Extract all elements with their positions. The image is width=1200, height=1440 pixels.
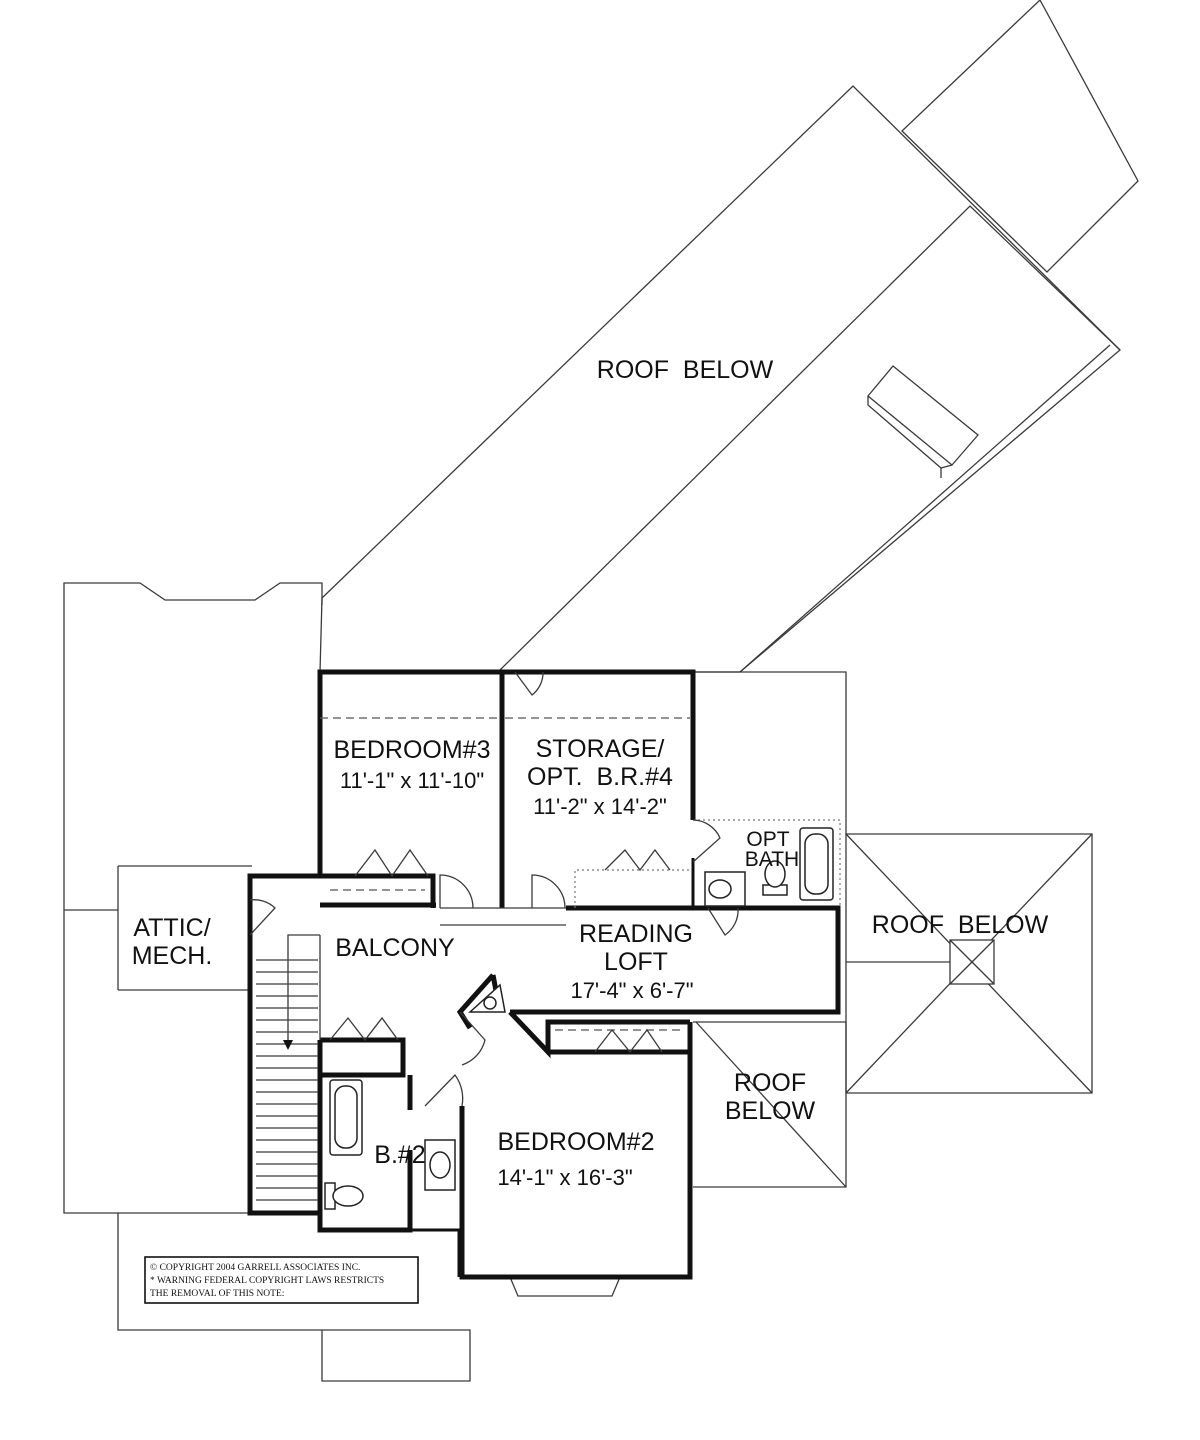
label-balcony: BALCONY: [335, 934, 455, 962]
label-bedroom2: BEDROOM#2: [498, 1128, 655, 1156]
swing-door: [439, 874, 474, 909]
label-bedroom2-dims: 14'-1" x 16'-3": [497, 1165, 632, 1190]
chimney: [867, 365, 979, 466]
roof-outlines: [63, 0, 1139, 1382]
swing-door: [531, 874, 566, 909]
swing-door: [249, 899, 276, 936]
label-bedroom3-dims: 11'-1" x 11'-10": [340, 768, 484, 793]
reading-loft-walls: [510, 905, 841, 1015]
fixtures: [324, 827, 834, 1210]
label-storage-dims: 11'-2" x 14'-2": [533, 794, 667, 819]
label-roof-below-mid-1: ROOF: [734, 1069, 806, 1097]
bedroom3-walls: [317, 669, 505, 908]
closet-details: [320, 717, 841, 1031]
bifold-door: [604, 848, 671, 872]
walls: [247, 669, 841, 1280]
label-roof-below-top: ROOF BELOW: [597, 356, 774, 384]
copyright-line-3: THE REMOVAL OF THIS NOTE:: [150, 1289, 284, 1299]
stair-walls: [247, 873, 320, 1216]
bedroom2-walls: [459, 1022, 693, 1280]
stair-arrow: [287, 934, 320, 1045]
swing-door: [424, 1073, 464, 1107]
doors: [249, 671, 739, 1107]
stairs: [256, 959, 318, 1201]
label-storage-1: STORAGE/: [536, 735, 665, 763]
bifold-door: [594, 1028, 663, 1054]
roof-wing-ridge-2: [739, 344, 1111, 673]
swing-door: [692, 819, 721, 863]
swing-door: [514, 671, 544, 696]
label-reading-loft-1: READING: [579, 920, 693, 948]
copyright-line-1: © COPYRIGHT 2004 GARRELL ASSOCIATES INC.: [150, 1262, 360, 1273]
copyright-note: © COPYRIGHT 2004 GARRELL ASSOCIATES INC.…: [144, 1256, 419, 1304]
roof-upper-right: [901, 0, 1139, 273]
label-attic-2: MECH.: [132, 942, 213, 970]
label-bath2: B.#2: [374, 1141, 425, 1169]
label-bedroom3: BEDROOM#3: [334, 736, 491, 764]
label-opt-bath-2: BATH: [745, 848, 799, 871]
label-opt-bath-1: OPT: [746, 828, 789, 851]
roof-left-wing: [63, 582, 471, 1382]
storage-walls: [502, 669, 696, 820]
bifold-door: [329, 1016, 399, 1042]
swing-door: [707, 907, 739, 936]
label-reading-loft-2: LOFT: [604, 948, 668, 976]
room-labels: ROOF BELOW ROOF BELOW ROOF BELOW BEDROOM…: [132, 356, 1049, 1190]
bifold-door: [354, 848, 429, 878]
swing-door: [459, 1011, 486, 1066]
label-roof-below-right: ROOF BELOW: [872, 911, 1049, 939]
copyright-line-2: * WARNING FEDERAL COPYRIGHT LAWS RESTRIC…: [150, 1276, 384, 1286]
label-storage-2: OPT. B.R.#4: [527, 763, 673, 791]
label-reading-loft-dims: 17'-4" x 6'-7": [570, 978, 693, 1003]
label-roof-below-mid-2: BELOW: [725, 1097, 816, 1125]
label-attic-1: ATTIC/: [133, 914, 210, 942]
roof-wing-ridge: [499, 205, 1121, 671]
